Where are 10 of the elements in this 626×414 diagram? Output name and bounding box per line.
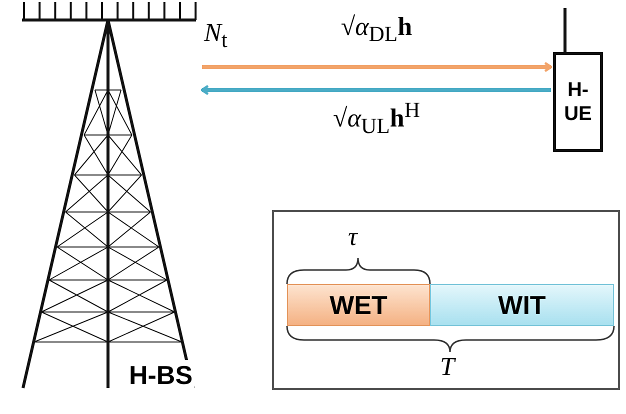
node-label: H-BS — [128, 360, 194, 391]
time-slot-bar: WET — [287, 284, 430, 326]
brace-label: τ — [348, 222, 358, 252]
arrow — [202, 62, 552, 72]
time-slot-bar: WIT — [430, 284, 614, 326]
antenna-count-label: N$_{t}$ — [204, 18, 228, 54]
device-box: H-UE — [553, 52, 603, 152]
frame-box — [272, 210, 620, 390]
arrow — [200, 84, 551, 96]
brace-label: T — [440, 352, 454, 382]
